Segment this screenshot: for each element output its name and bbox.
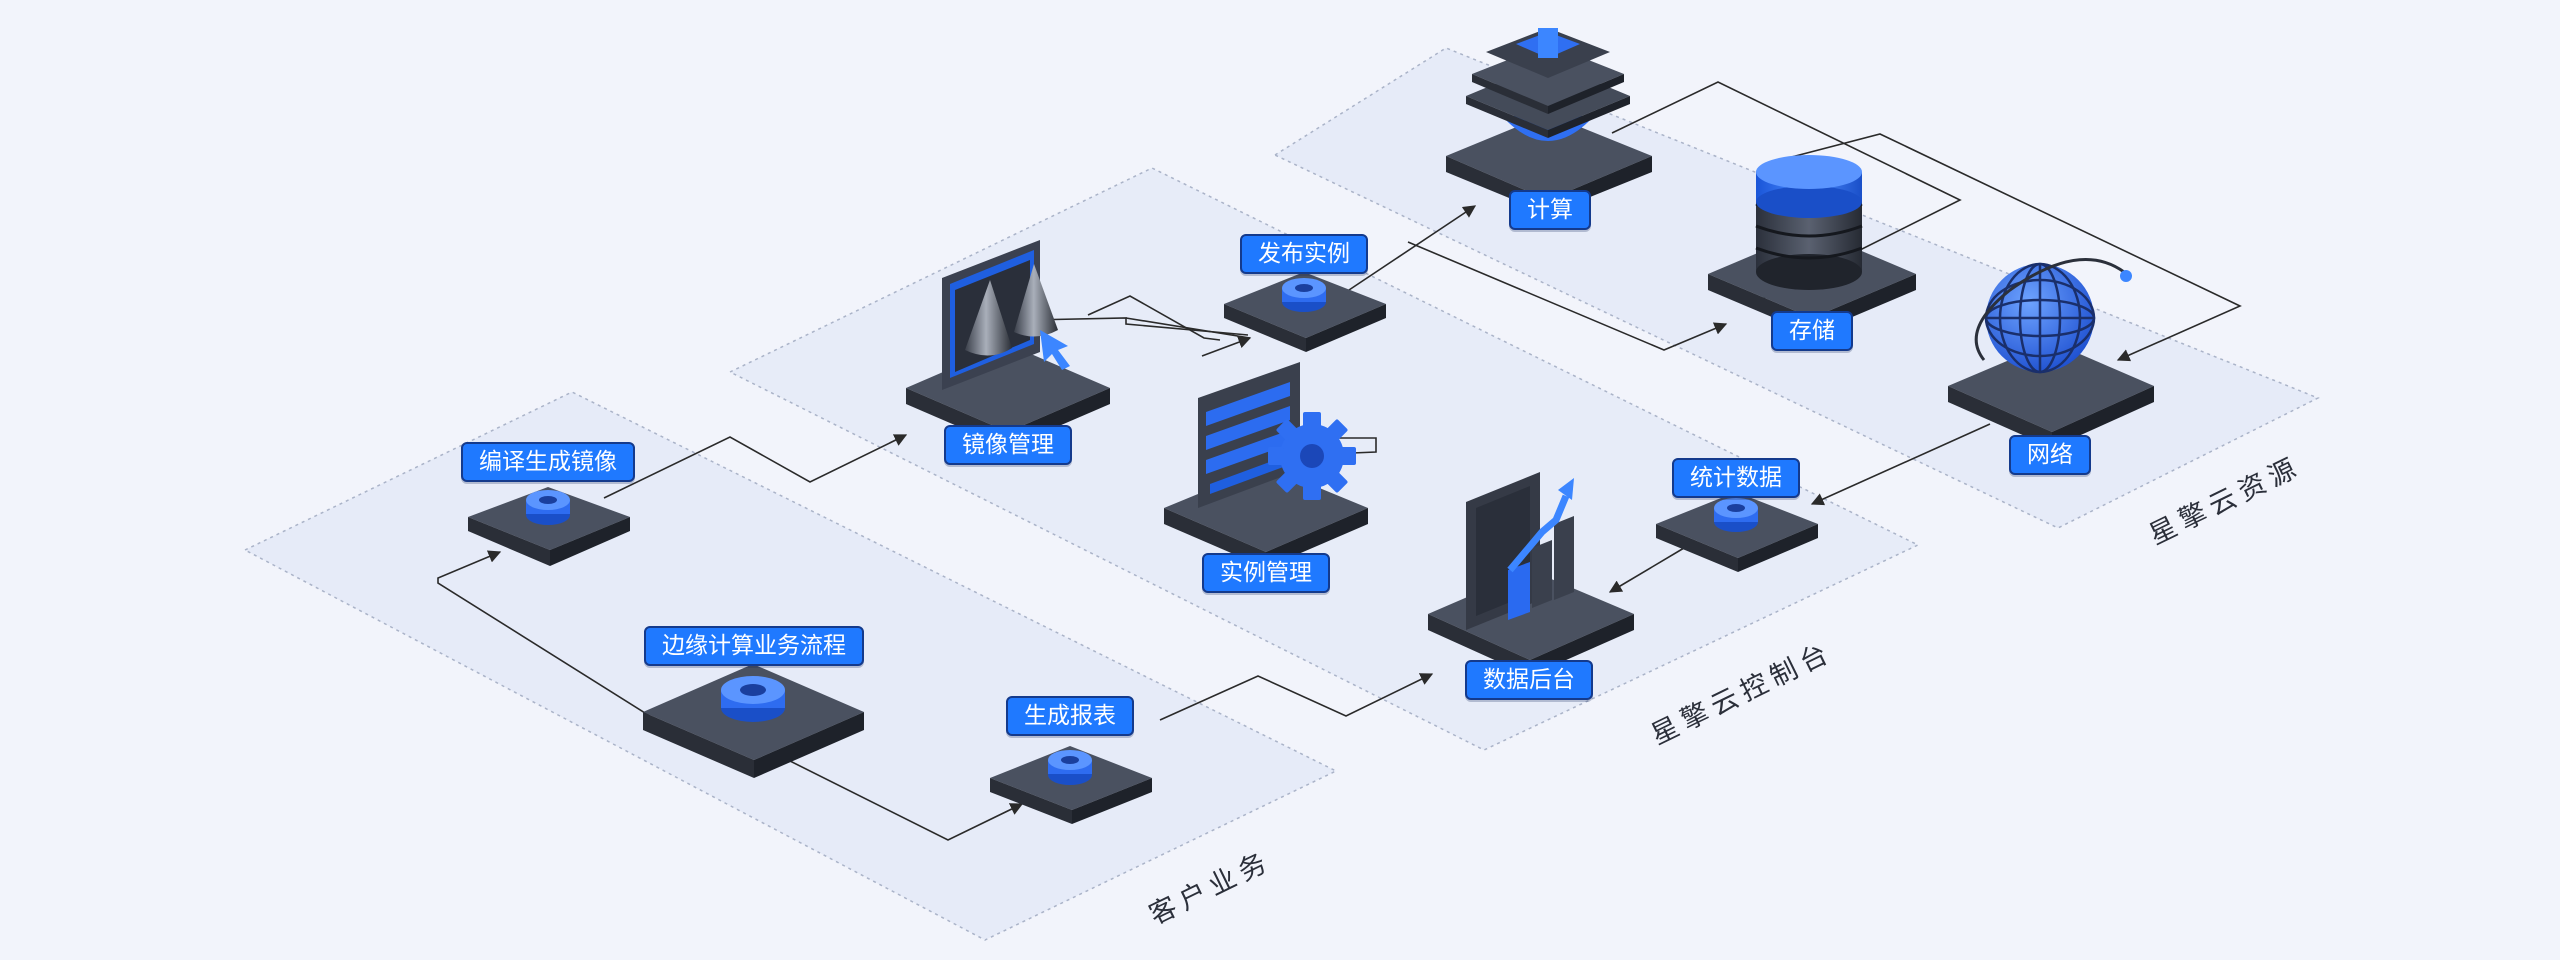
platform-publish — [1224, 272, 1386, 352]
platform-stats — [1656, 492, 1818, 572]
arrow-to-publish — [1201, 336, 1252, 357]
arrow-edge-to-compile — [437, 550, 681, 736]
platform-compile-image — [468, 487, 630, 566]
node-report-label: 生成报表 — [1006, 696, 1134, 736]
arrow-image-to-instance — [1087, 295, 1221, 341]
platform-edge-flow — [643, 664, 864, 778]
node-compile-image-label: 编译生成镜像 — [461, 442, 635, 482]
node-compute-label: 计算 — [1509, 190, 1591, 230]
platform-storage — [1708, 155, 1916, 334]
node-stats-label: 统计数据 — [1672, 458, 1800, 498]
node-image-mgmt-label: 镜像管理 — [944, 425, 1072, 465]
node-data-backend-label: 数据后台 — [1465, 660, 1593, 700]
arrow-publish-to-compute — [1345, 205, 1477, 293]
platform-data-backend — [1428, 472, 1634, 676]
arrow-edge-to-report — [787, 759, 1024, 841]
node-publish-instance-label: 发布实例 — [1240, 234, 1368, 274]
arrow-stats-to-backend — [1608, 547, 1685, 593]
arrow-console-to-storage — [1407, 241, 1728, 351]
node-instance-mgmt-label: 实例管理 — [1202, 553, 1330, 593]
node-edge-flow-label: 边缘计算业务流程 — [644, 626, 864, 666]
arrow-resources-to-network — [1779, 133, 2242, 362]
platform-network — [1948, 258, 2154, 448]
arrow-report-to-backend — [1159, 673, 1434, 721]
platform-report — [990, 746, 1152, 824]
arrow-compile-to-image — [603, 434, 908, 499]
node-storage-label: 存储 — [1771, 311, 1853, 351]
arrow-image-to-publish — [1029, 317, 1249, 336]
node-network-label: 网络 — [2009, 435, 2091, 475]
arrow-network-to-stats — [1810, 423, 1991, 506]
